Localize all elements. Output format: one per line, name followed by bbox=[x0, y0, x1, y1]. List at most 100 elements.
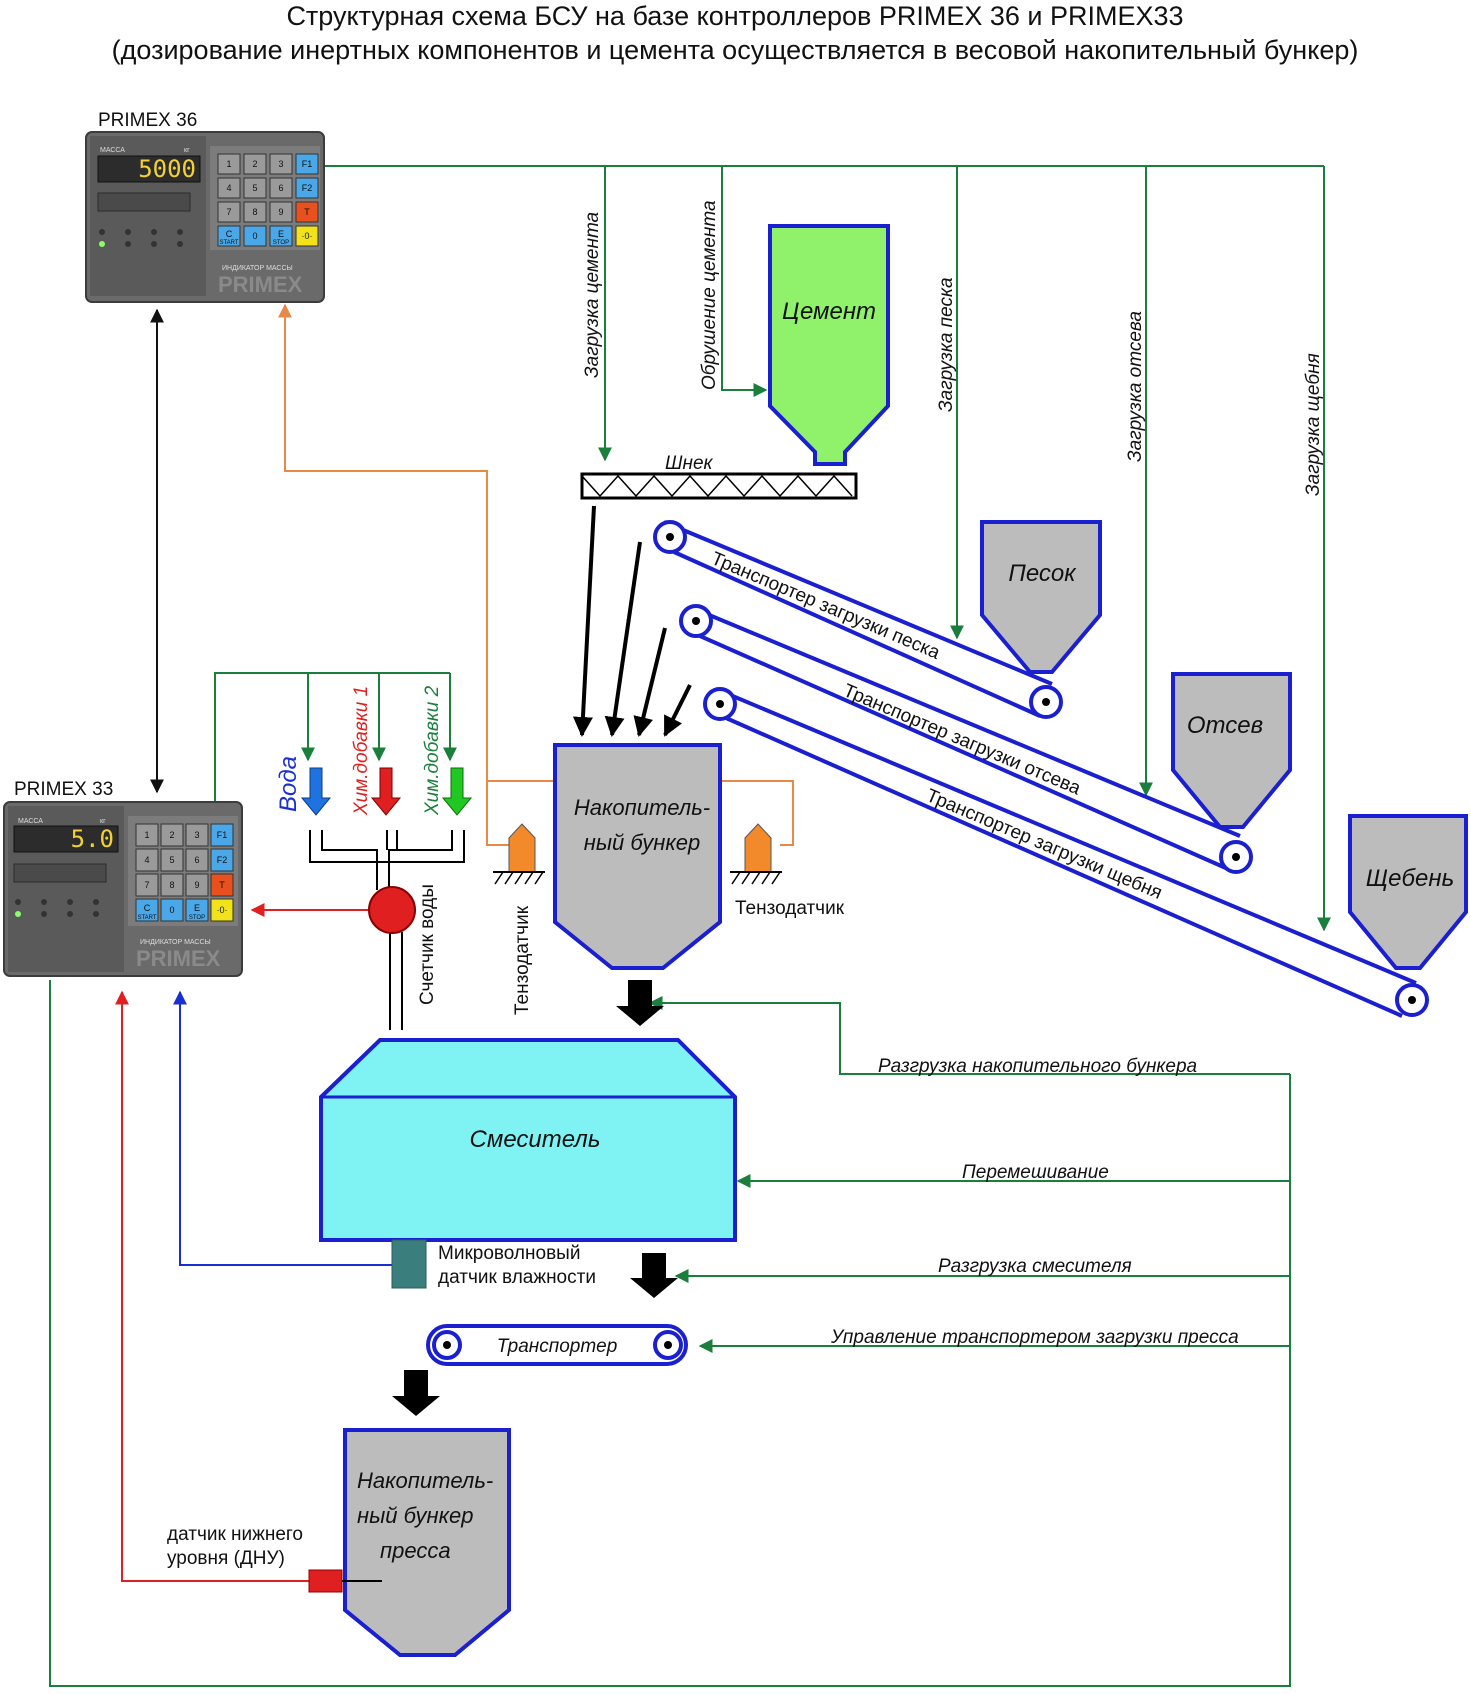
primex36-label: PRIMEX 36 bbox=[98, 110, 197, 131]
key-6[interactable] bbox=[269, 177, 293, 199]
key-F1[interactable] bbox=[210, 823, 234, 847]
key-1[interactable] bbox=[217, 153, 241, 175]
moisture-label-2: датчик влажности bbox=[438, 1267, 596, 1288]
key-4[interactable] bbox=[217, 177, 241, 199]
key-9[interactable] bbox=[269, 201, 293, 223]
key-·0·[interactable] bbox=[210, 898, 234, 922]
load-cell-left: Тензодатчик bbox=[493, 823, 545, 1015]
moisture-sensor: Микроволновый датчик влажности bbox=[391, 1239, 596, 1289]
additive1-label: Хим.добавки 1 bbox=[351, 686, 372, 816]
key-T[interactable] bbox=[210, 873, 234, 897]
mixer-label: Смеситель bbox=[470, 1126, 601, 1153]
primex33-brand: PRIMEX bbox=[136, 946, 221, 971]
key-label: 3 bbox=[194, 830, 199, 840]
key-label: F1 bbox=[302, 159, 313, 169]
key-F2[interactable] bbox=[210, 848, 234, 872]
level-sensor-label-1: датчик нижнего bbox=[167, 1524, 303, 1545]
key-label: 9 bbox=[278, 207, 283, 217]
key-label: 1 bbox=[144, 830, 149, 840]
load-cell-right: Тензодатчик bbox=[730, 823, 845, 919]
press-conveyor-label: Транспортер bbox=[497, 1336, 618, 1357]
key-3[interactable] bbox=[269, 153, 293, 175]
key-8[interactable] bbox=[243, 201, 267, 223]
key-5[interactable] bbox=[243, 177, 267, 199]
key-label: 1 bbox=[226, 159, 231, 169]
label-hopper-unload: Разгрузка накопительного бункера bbox=[878, 1056, 1197, 1077]
level-sensor-label-2: уровня (ДНУ) bbox=[167, 1548, 285, 1569]
primex36-brand: PRIMEX bbox=[218, 272, 303, 297]
conveyor-gravel-label: Транспортер загрузки щебня bbox=[923, 785, 1165, 904]
key-6[interactable] bbox=[185, 848, 209, 872]
primex33-control-lines bbox=[49, 672, 1291, 1687]
weighing-hopper: Накопитель- ный бункер bbox=[553, 743, 722, 970]
primex36-brand-caption: ИНДИКАТОР МАССЫ bbox=[222, 265, 293, 272]
liquid-pipes bbox=[309, 830, 465, 1030]
key-3[interactable] bbox=[185, 823, 209, 847]
label-cement-load: Загрузка цемента bbox=[582, 212, 603, 378]
label-mixer-unload: Разгрузка смесителя bbox=[938, 1256, 1132, 1277]
press-hopper-label-3: пресса bbox=[380, 1538, 451, 1563]
key-label: 6 bbox=[278, 183, 283, 193]
drop-arrow-mixer bbox=[630, 1253, 678, 1298]
key-9[interactable] bbox=[185, 873, 209, 897]
drop-arrow-hopper bbox=[616, 980, 664, 1026]
key-label: C bbox=[226, 229, 233, 239]
key-label: F2 bbox=[217, 855, 228, 865]
key-7[interactable] bbox=[217, 201, 241, 223]
key-label: 9 bbox=[194, 880, 199, 890]
primex33-display bbox=[13, 825, 119, 853]
key-label: 8 bbox=[169, 880, 174, 890]
key-sublabel: STOP bbox=[273, 240, 289, 246]
key-·0·[interactable] bbox=[295, 225, 319, 247]
primex36-display bbox=[97, 155, 201, 183]
key-2[interactable] bbox=[160, 823, 184, 847]
key-0[interactable] bbox=[160, 898, 184, 922]
additive2-label: Хим.добавки 2 bbox=[422, 685, 443, 816]
press-hopper: Накопитель- ный бункер пресса bbox=[343, 1428, 511, 1657]
key-label: 6 bbox=[194, 855, 199, 865]
primex36-display-value: 5000 bbox=[138, 155, 196, 183]
primex33-brand-caption: ИНДИКАТОР МАССЫ bbox=[140, 939, 211, 946]
key-5[interactable] bbox=[160, 848, 184, 872]
key-E[interactable] bbox=[185, 898, 209, 922]
key-2[interactable] bbox=[243, 153, 267, 175]
primex33-unit-caption: кг bbox=[100, 818, 106, 825]
hopper-label-1: Накопитель- bbox=[574, 795, 710, 820]
key-C[interactable] bbox=[217, 225, 241, 247]
key-label: E bbox=[194, 903, 200, 913]
primex33-mass-caption: МАССА bbox=[18, 818, 43, 825]
key-8[interactable] bbox=[160, 873, 184, 897]
key-7[interactable] bbox=[135, 873, 159, 897]
key-label: 2 bbox=[169, 830, 174, 840]
key-F1[interactable] bbox=[295, 153, 319, 175]
title-line-1: Структурная схема БСУ на базе контроллер… bbox=[286, 1, 1183, 31]
label-cement-break: Обрушение цемента bbox=[699, 200, 720, 390]
key-label: 4 bbox=[226, 183, 231, 193]
key-E[interactable] bbox=[269, 225, 293, 247]
key-4[interactable] bbox=[135, 848, 159, 872]
key-0[interactable] bbox=[243, 225, 267, 247]
gravel-label: Щебень bbox=[1366, 865, 1454, 892]
conveyor-gravel: Транспортер загрузки щебня bbox=[703, 687, 1429, 1018]
key-sublabel: STOP bbox=[189, 915, 205, 921]
key-F2[interactable] bbox=[295, 177, 319, 199]
key-1[interactable] bbox=[135, 823, 159, 847]
primex36-mass-caption: МАССА bbox=[100, 147, 125, 154]
cement-silo: Цемент bbox=[768, 224, 890, 466]
key-T[interactable] bbox=[295, 201, 319, 223]
key-label: T bbox=[304, 207, 310, 217]
key-label: 0 bbox=[169, 905, 174, 915]
key-label: T bbox=[219, 880, 225, 890]
key-label: 4 bbox=[144, 855, 149, 865]
conveyor-sand-label: Транспортер загрузки песка bbox=[708, 548, 943, 664]
water-label: Вода bbox=[275, 756, 302, 812]
key-label: 7 bbox=[144, 880, 149, 890]
key-C[interactable] bbox=[135, 898, 159, 922]
label-mixing: Перемешивание bbox=[962, 1162, 1109, 1183]
label-sand-load: Загрузка песка bbox=[936, 277, 957, 412]
key-label: 7 bbox=[226, 207, 231, 217]
